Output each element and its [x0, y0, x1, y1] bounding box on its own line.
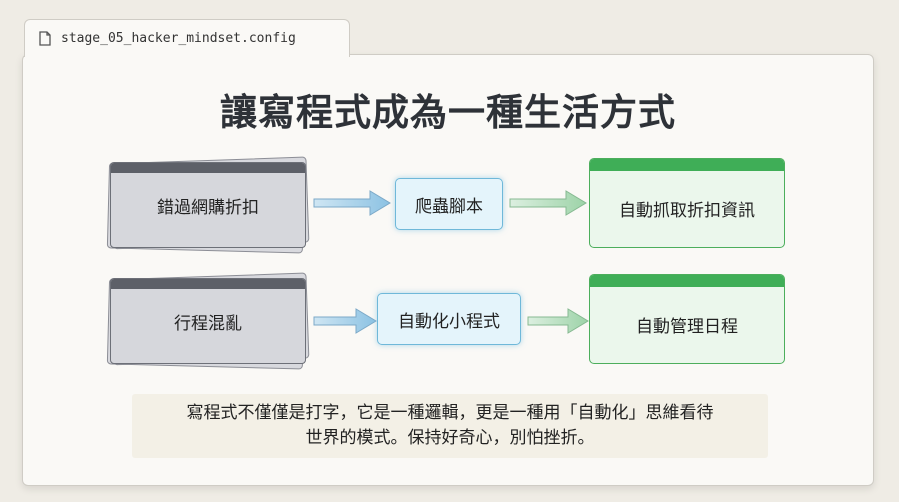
result-card-2: 自動管理日程	[589, 274, 785, 364]
file-icon	[39, 31, 51, 46]
tool-label-2: 自動化小程式	[398, 311, 500, 332]
arrow-right-icon	[313, 190, 391, 216]
summary-line-2: 世界的模式。保持好奇心，別怕挫折。	[305, 428, 595, 448]
card-header-bar	[111, 279, 305, 289]
tool-box-1: 爬蟲腳本	[395, 178, 503, 230]
problem-card-2: 行程混亂	[106, 272, 310, 370]
tool-label-1: 爬蟲腳本	[415, 196, 483, 217]
tool-box-2: 自動化小程式	[377, 293, 521, 345]
result-card-1: 自動抓取折扣資訊	[589, 158, 785, 248]
file-tab-label: stage_05_hacker_mindset.config	[61, 31, 296, 46]
tab-joint	[25, 52, 349, 58]
card-header-bar	[111, 163, 305, 173]
card-header-bar	[590, 275, 784, 287]
file-tab[interactable]: stage_05_hacker_mindset.config	[24, 19, 350, 57]
problem-card-front: 行程混亂	[110, 278, 306, 364]
problem-label-1: 錯過網購折扣	[157, 197, 259, 218]
arrow-right-icon	[313, 308, 377, 334]
summary-note: 寫程式不僅僅是打字，它是一種邏輯，更是一種用「自動化」思維看待 世界的模式。保持…	[132, 394, 768, 458]
arrow-right-icon	[509, 190, 587, 216]
result-label-1: 自動抓取折扣資訊	[619, 200, 755, 221]
problem-card-front: 錯過網購折扣	[110, 162, 306, 248]
summary-line-1: 寫程式不僅僅是打字，它是一種邏輯，更是一種用「自動化」思維看待	[186, 403, 714, 423]
arrow-right-icon	[527, 308, 589, 334]
problem-label-2: 行程混亂	[174, 313, 242, 334]
result-label-2: 自動管理日程	[636, 316, 738, 337]
page-title: 讓寫程式成為一種生活方式	[220, 91, 676, 134]
problem-card-1: 錯過網購折扣	[106, 156, 310, 254]
card-header-bar	[590, 159, 784, 171]
